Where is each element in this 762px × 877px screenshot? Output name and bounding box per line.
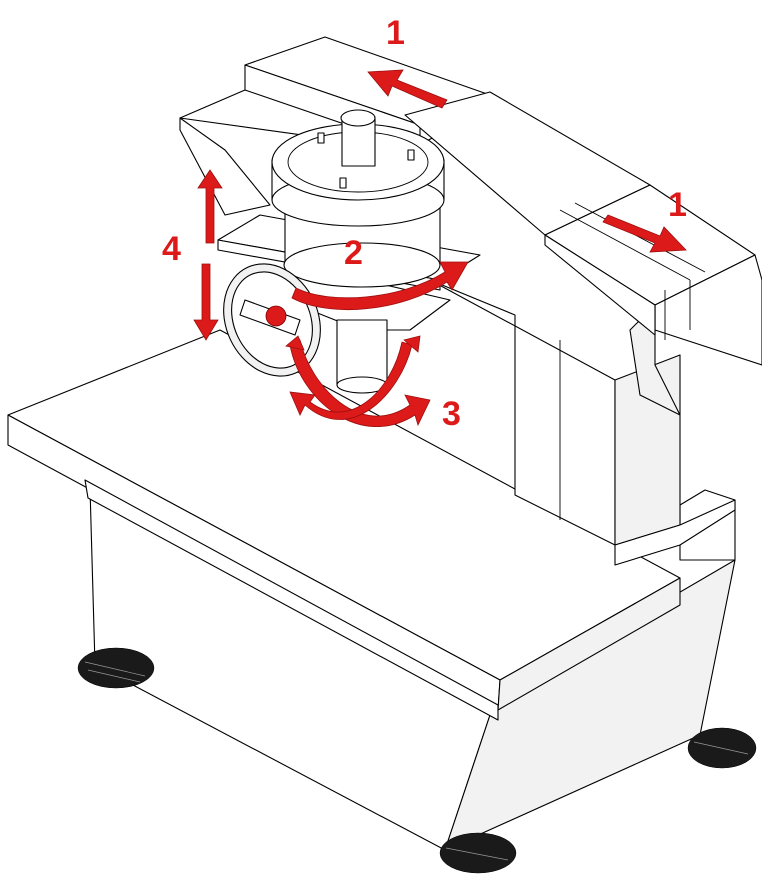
- caster-front-left: [77, 647, 155, 689]
- vertical-arrow-up: [197, 169, 223, 244]
- label-right-slide: 1: [668, 186, 687, 224]
- handwheel-rotation-arrow-a: [289, 339, 431, 427]
- caster-front-center: [439, 832, 517, 874]
- slide-arrow-right: [602, 214, 687, 253]
- slide-arrow-top: [367, 69, 448, 109]
- label-top-slide: 1: [386, 14, 405, 52]
- caster-wheels: [77, 647, 757, 874]
- arrow-b-head: [403, 335, 421, 353]
- spindle-head: [271, 109, 445, 394]
- label-handwheel-rotation: 3: [442, 395, 461, 433]
- handwheel-rotation-arrow-b: [289, 341, 413, 420]
- handwheel-knob[interactable]: [265, 305, 287, 327]
- main-table: [7, 329, 681, 721]
- spindle-rotation-arrow: [291, 261, 469, 311]
- upper-slides: [179, 36, 762, 416]
- vertical-arrow-down: [193, 263, 219, 341]
- label-vertical-travel: 4: [162, 230, 181, 268]
- label-spindle-rotation: 2: [344, 234, 363, 272]
- caster-right: [687, 727, 757, 769]
- arrow-a-head: [285, 335, 305, 351]
- column: [429, 279, 736, 566]
- motion-arrows: [193, 69, 687, 427]
- base-cabinet: [89, 487, 736, 851]
